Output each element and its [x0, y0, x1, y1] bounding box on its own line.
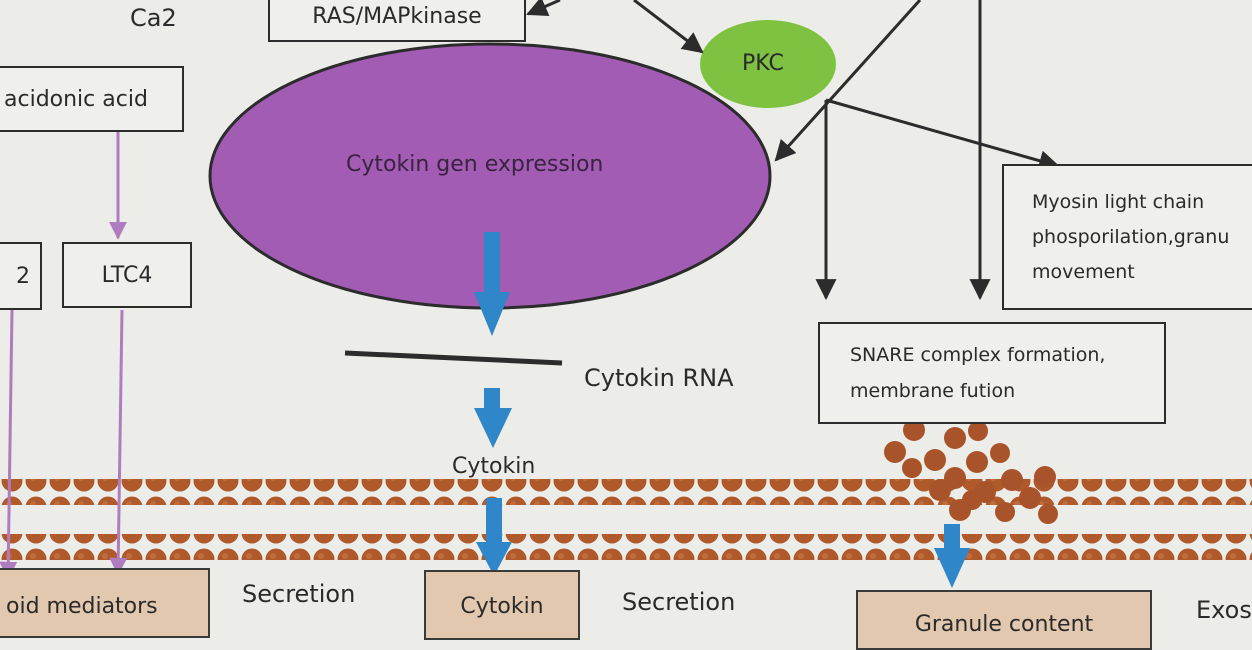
granule-cluster — [884, 419, 1058, 524]
arachidonic-acid-box: acidonic acid — [0, 66, 184, 132]
ltc4-box: LTC4 — [62, 242, 192, 308]
secretion-right-label: Secretion — [622, 588, 736, 616]
lipid-mediators-label: oid mediators — [6, 594, 158, 619]
arachidonic-acid-label: acidonic acid — [4, 86, 148, 112]
cytokin-label: Cytokin — [452, 454, 536, 479]
ca2-label: Ca2 — [130, 4, 177, 32]
ras-mapkinase-label: RAS/MAPkinase — [312, 3, 482, 29]
arrow-to-pkc — [633, 0, 704, 54]
membrane-upper-layer — [0, 479, 1252, 505]
exocytosis-label: Exos — [1196, 596, 1252, 624]
blue-arrow-exocytosis — [934, 524, 970, 588]
left-partial-box: 2 — [0, 242, 42, 310]
ras-mapkinase-box: RAS/MAPkinase — [268, 0, 526, 42]
pkc-label: PKC — [742, 51, 784, 76]
arrow-to-ellipse — [774, 0, 922, 162]
myosin-line-3: movement — [1032, 260, 1135, 283]
rna-strand — [344, 350, 563, 366]
arrow-to-myosin — [825, 98, 1061, 171]
ltc4-label: LTC4 — [101, 262, 153, 288]
myosin-line-1: Myosin light chain — [1032, 190, 1205, 213]
purple-arrow-ltc4-down — [109, 309, 128, 576]
blue-arrow-expression — [474, 232, 510, 336]
lipid-mediators-box: oid mediators — [0, 568, 210, 638]
snare-line-1: SNARE complex formation, — [850, 344, 1106, 366]
blue-arrow-rna — [474, 388, 512, 448]
snare-line-2: membrane fution — [850, 380, 1016, 402]
granule-content-box: Granule content — [856, 590, 1152, 650]
left-partial-label: 2 — [16, 263, 30, 289]
pkc-ellipse — [700, 20, 836, 108]
diagram-canvas — [0, 0, 1252, 588]
purple-arrow-left — [0, 309, 18, 580]
gene-expression-label: Cytokin gen expression — [346, 152, 604, 177]
cytokin-box-label: Cytokin — [460, 594, 544, 619]
blue-arrow-cytokin — [476, 498, 512, 576]
granule-content-label: Granule content — [914, 612, 1094, 637]
cytokin-box: Cytokin — [424, 570, 580, 640]
snare-box: SNARE complex formation, membrane fution — [818, 322, 1166, 424]
myosin-line-2: phosporilation,granu — [1032, 225, 1230, 248]
myosin-box: Myosin light chain phosporilation,granu … — [1002, 164, 1252, 310]
secretion-left-label: Secretion — [242, 580, 356, 608]
arrow-to-ras — [526, 0, 561, 17]
membrane-lower-layer — [0, 534, 1252, 560]
cytokin-rna-label: Cytokin RNA — [584, 364, 734, 392]
